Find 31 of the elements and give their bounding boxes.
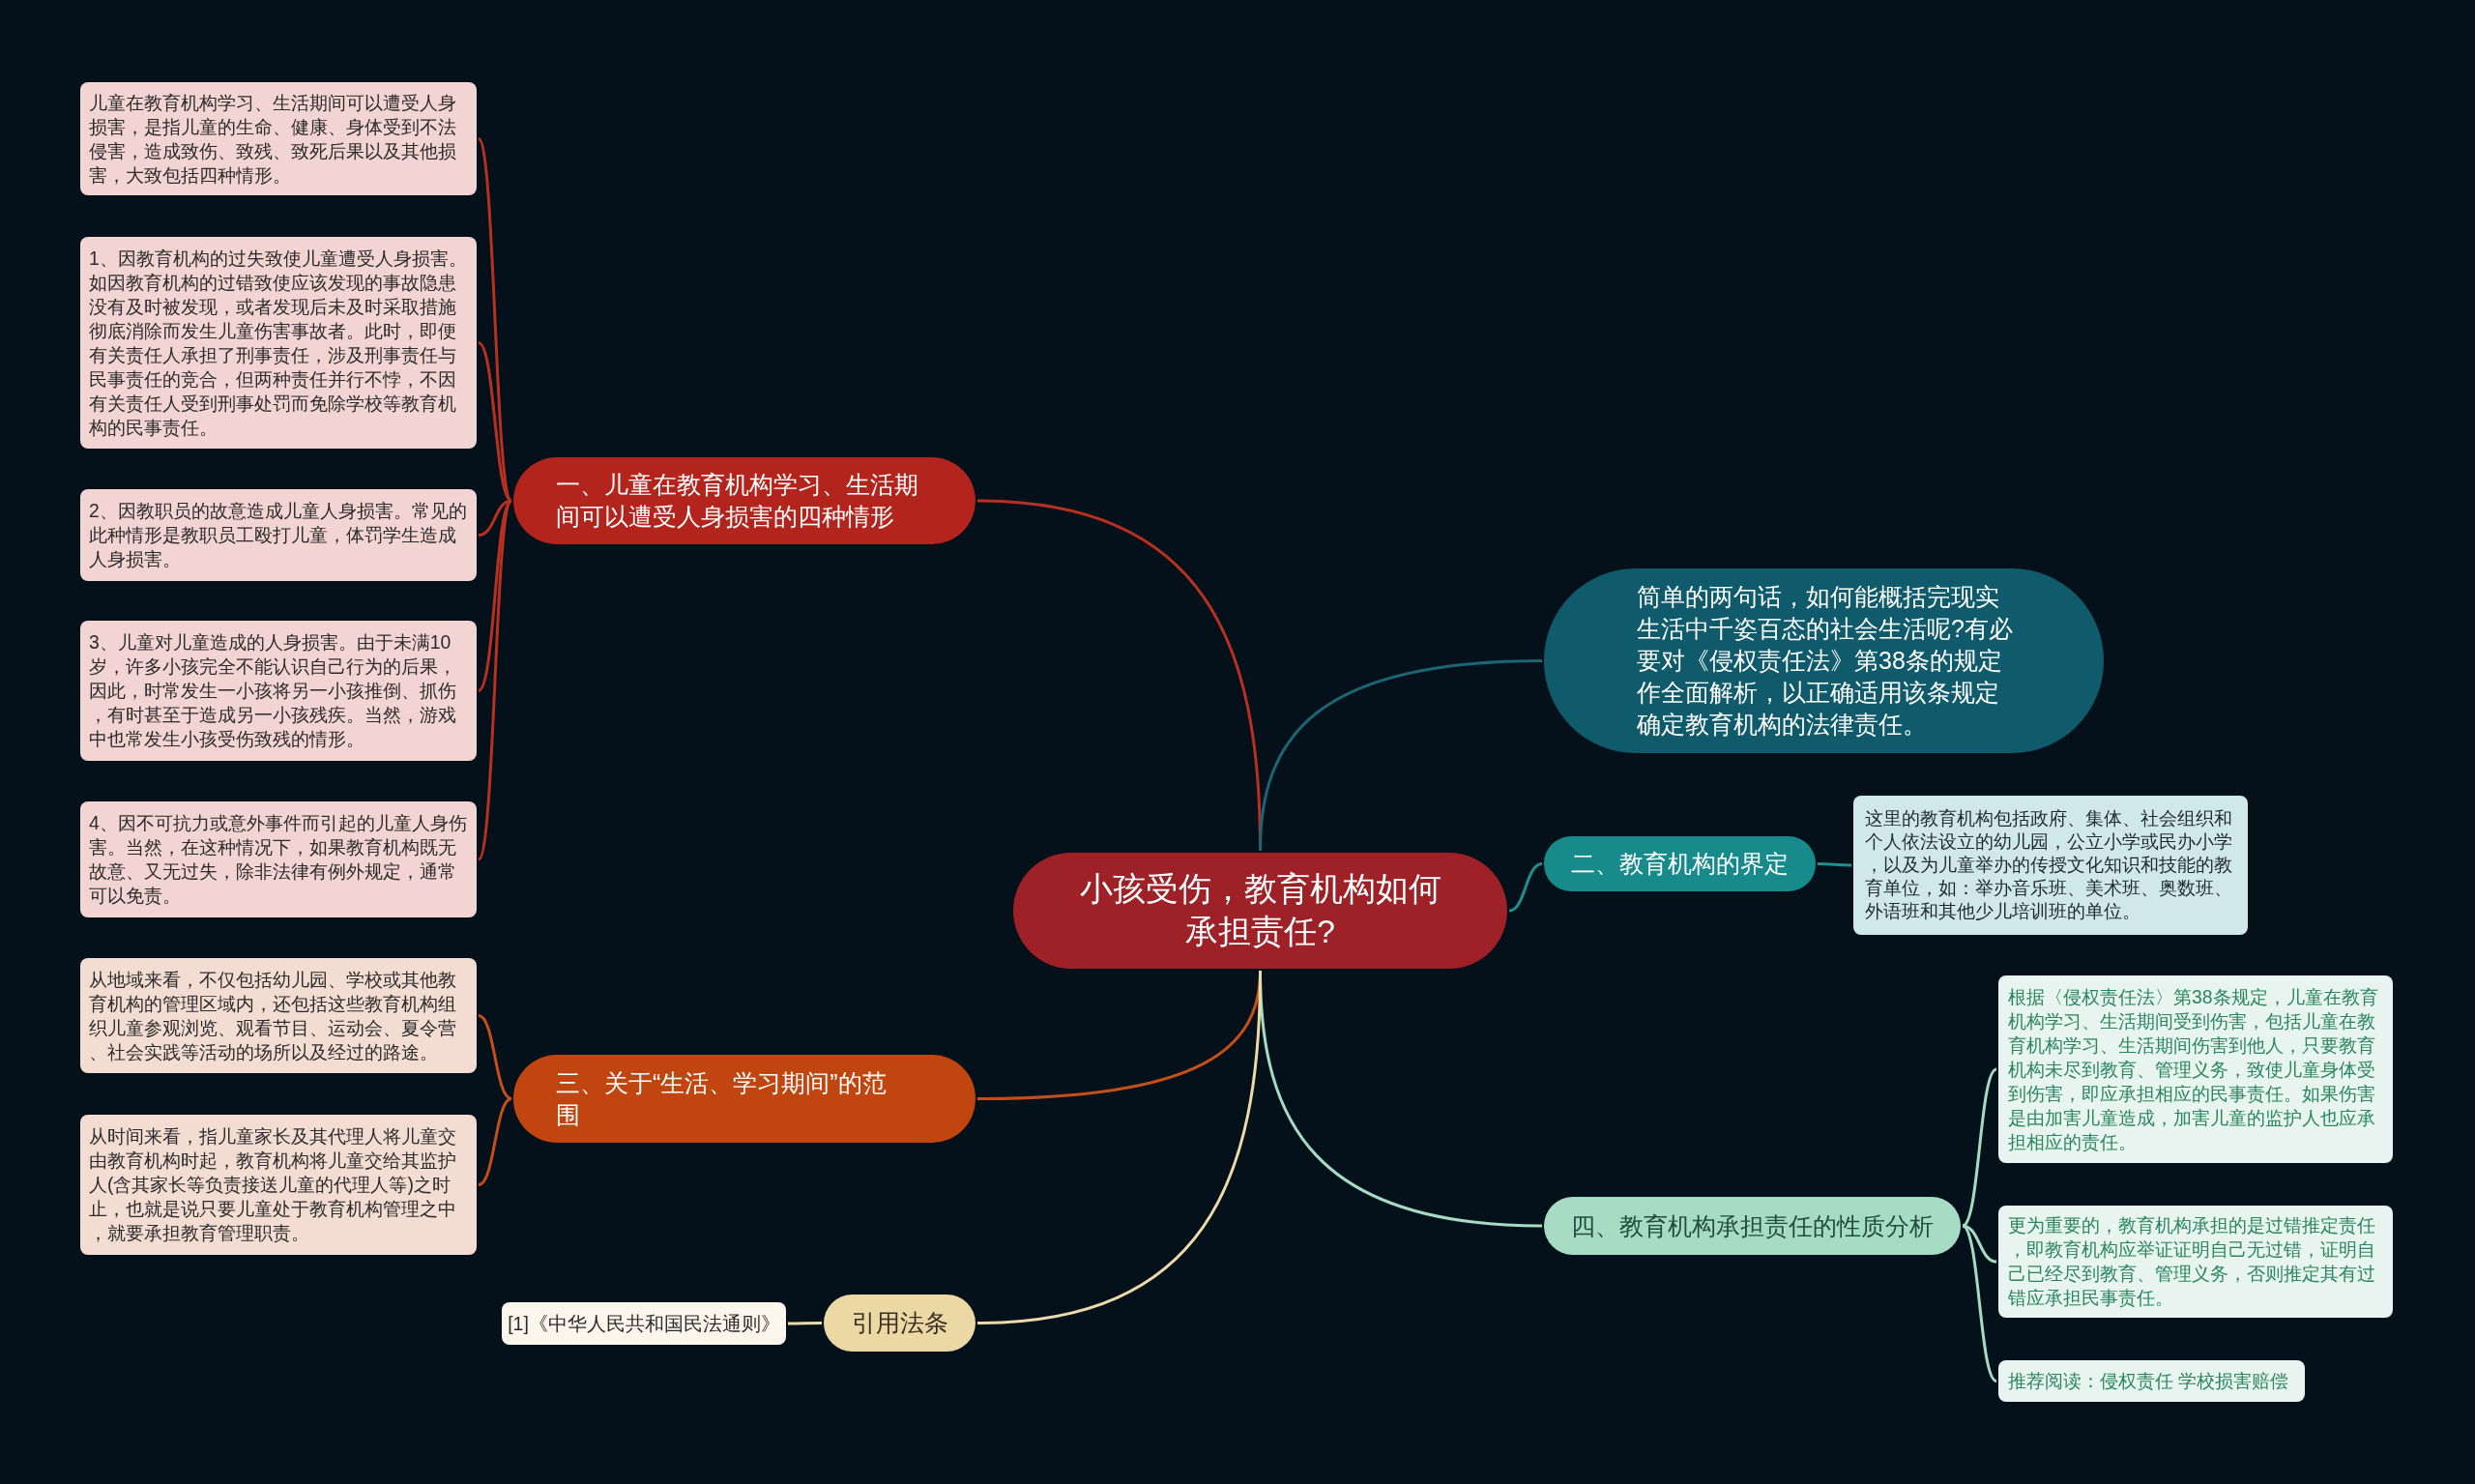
connector-line <box>478 341 512 503</box>
main-topic: 引用法条 <box>824 1295 975 1352</box>
connector-line <box>478 1097 512 1186</box>
note-card: 更为重要的，教育机构承担的是过错推定责任，即教育机构应举证证明自己无过错，证明自己已经尽到教育、管理义务，否则推定其有过错应承担民事责任。 <box>1998 1206 2393 1318</box>
note-card: 儿童在教育机构学习、生活期间可以遭受人身损害，是指儿童的生命、健康、身体受到不法侵害，造成致伤、致残、致死后果以及其他损害，大致包括四种情形。 <box>80 82 477 195</box>
connector-line <box>788 1322 822 1325</box>
note-card: 根据〈侵权责任法〉第38条规定，儿童在教育机构学习、生活期间受到伤害，包括儿童在教育机构学习、生活期间伤害到他人，只要教育机构未尽到教育、管理义务，致使儿童身体受到伤害，即应承担相应的民事责任。如果伤害是由加害儿童造成，加害儿童的监护人也应承担相应的责任。 <box>1998 975 2393 1163</box>
note-card: 2、因教职员的故意造成儿童人身损害。常见的此种情形是教职员工殴打儿童，体罚学生造成人身损害。 <box>80 489 477 581</box>
note-card: 推荐阅读：侵权责任 学校损害赔偿 <box>1998 1360 2305 1402</box>
connector-line <box>1818 862 1851 867</box>
connector-line <box>1508 862 1543 913</box>
connector-line <box>1962 1067 1997 1228</box>
connector-line <box>478 1014 512 1100</box>
connector-line <box>1962 1224 1997 1382</box>
note-card: 从地域来看，不仅包括幼儿园、学校或其他教育机构的管理区域内，还包括这些教育机构组织儿童参观浏览、观看节目、运动会、夏令营、社会实践等活动的场所以及经过的路途。 <box>80 958 477 1073</box>
main-topic: 一、儿童在教育机构学习、生活期间可以遭受人身损害的四种情形 <box>513 457 975 544</box>
central-topic: 小孩受伤，教育机构如何承担责任? <box>1013 853 1507 969</box>
note-card: 这里的教育机构包括政府、集体、社会组织和个人依法设立的幼儿园，公立小学或民办小学，以及为儿童举办的传授文化知识和技能的教育单位，如：举办音乐班、美术班、奥数班、外语班和其他少儿培训班的单位。 <box>1853 796 2248 935</box>
connector-line <box>477 500 513 860</box>
main-topic: 简单的两句话，如何能概括完现实生活中千姿百态的社会生活呢?有必要对《侵权责任法》第38条的规定作全面解析，以正确适用该条规定确定教育机构的法律责任。 <box>1544 568 2104 753</box>
connector-line <box>477 137 513 502</box>
main-topic: 二、教育机构的界定 <box>1544 836 1816 891</box>
reference-note: [1]《中华人民共和国民法通则》 <box>502 1302 786 1345</box>
main-topic: 三、关于“生活、学习期间”的范围 <box>513 1055 975 1143</box>
main-topic: 四、教育机构承担责任的性质分析 <box>1544 1197 1961 1255</box>
connector-line <box>1259 659 1543 852</box>
note-card: 3、儿童对儿童造成的人身损害。由于未满10岁，许多小孩完全不能认识自己行为的后果，因此，时常发生一小孩将另一小孩推倒、抓伤，有时甚至于造成另一小孩残疾。当然，游戏中也常发生小孩受伤致残的情形。 <box>80 621 477 761</box>
note-card: 从时间来看，指儿童家长及其代理人将儿童交由教育机构时起，教育机构将儿童交给其监护人(含其家长等负责接送儿童的代理人等)之时止，也就是说只要儿童处于教育机构管理之中，就要承担教育管理职责。 <box>80 1115 477 1255</box>
connector-line <box>976 970 1262 1324</box>
note-card: 1、因教育机构的过失致使儿童遭受人身损害。如因教育机构的过错致使应该发现的事故隐患没有及时被发现，或者发现后未及时采取措施彻底消除而发生儿童伤害事故者。此时，即便有关责任人承担了刑事责任，涉及刑事责任与民事责任的竞合，但两种责任并行不悖，不因有关责任人受到刑事处罚而免除学校等教育机构的民事责任。 <box>80 237 477 449</box>
note-card: 4、因不可抗力或意外事件而引起的儿童人身伤害。当然，在这种情况下，如果教育机构既无故意、又无过失，除非法律有例外规定，通常可以免责。 <box>80 801 477 917</box>
